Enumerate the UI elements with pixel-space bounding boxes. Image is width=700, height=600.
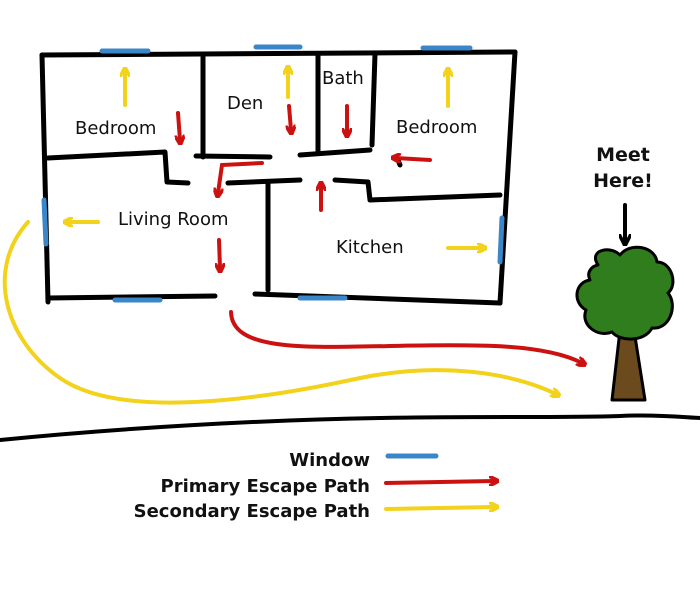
legend-swatch-primary [384,481,494,483]
room-label-living-room: Living Room [118,209,229,230]
legend-label-primary: Primary Escape Path [161,476,370,497]
meet-label-line1: Meet [596,144,650,166]
legend-swatch-secondary [384,507,494,509]
primary-arrow-living-room [219,238,220,268]
outer-wall-bottom-right [252,291,503,306]
outer-wall-bottom-left [45,293,218,301]
primary-escape-arrows [178,104,582,363]
window-kitchen-right [497,215,505,265]
legend-label-secondary: Secondary Escape Path [134,501,370,522]
room-label-bedroom-left: Bedroom [75,118,156,139]
wall-bedroom-living-top [45,149,191,186]
tree-canopy [575,245,675,341]
hall-wall [225,177,303,186]
secondary-path-outside [2,220,556,405]
wall-bath-bottom [297,147,373,158]
window-living-left [41,197,49,247]
room-label-bath: Bath [322,68,364,89]
primary-arrow-bedroom-right [396,158,432,160]
room-label-den: Den [227,93,263,114]
legend-label-window: Window [289,450,370,471]
secondary-escape-arrows [2,70,556,405]
ground-line [0,413,700,442]
wall-bath-bedroom [369,51,378,148]
primary-path-outside [229,310,582,363]
tree-icon [575,245,675,402]
house-floor-plan [39,49,518,306]
meet-here-callout: Meet Here! [593,144,653,240]
legend: Window Primary Escape Path Secondary Esc… [134,450,494,522]
windows [41,44,505,303]
meet-label-line2: Here! [593,170,653,192]
room-label-bedroom-right: Bedroom [396,117,477,138]
wall-den-bottom [193,153,273,160]
kitchen-top-wall [332,177,503,203]
outer-wall-right [497,49,518,306]
outer-wall-left [39,52,51,305]
room-label-kitchen: Kitchen [336,237,404,258]
primary-arrow-den [289,104,291,130]
room-labels: Bedroom Den Bath Bedroom Living Room Kit… [75,68,477,258]
primary-arrow-hall [218,161,264,193]
bedroom-right-bottom-wall [395,157,403,168]
outer-wall-top [39,49,518,58]
primary-arrow-bedroom-left [178,111,180,140]
